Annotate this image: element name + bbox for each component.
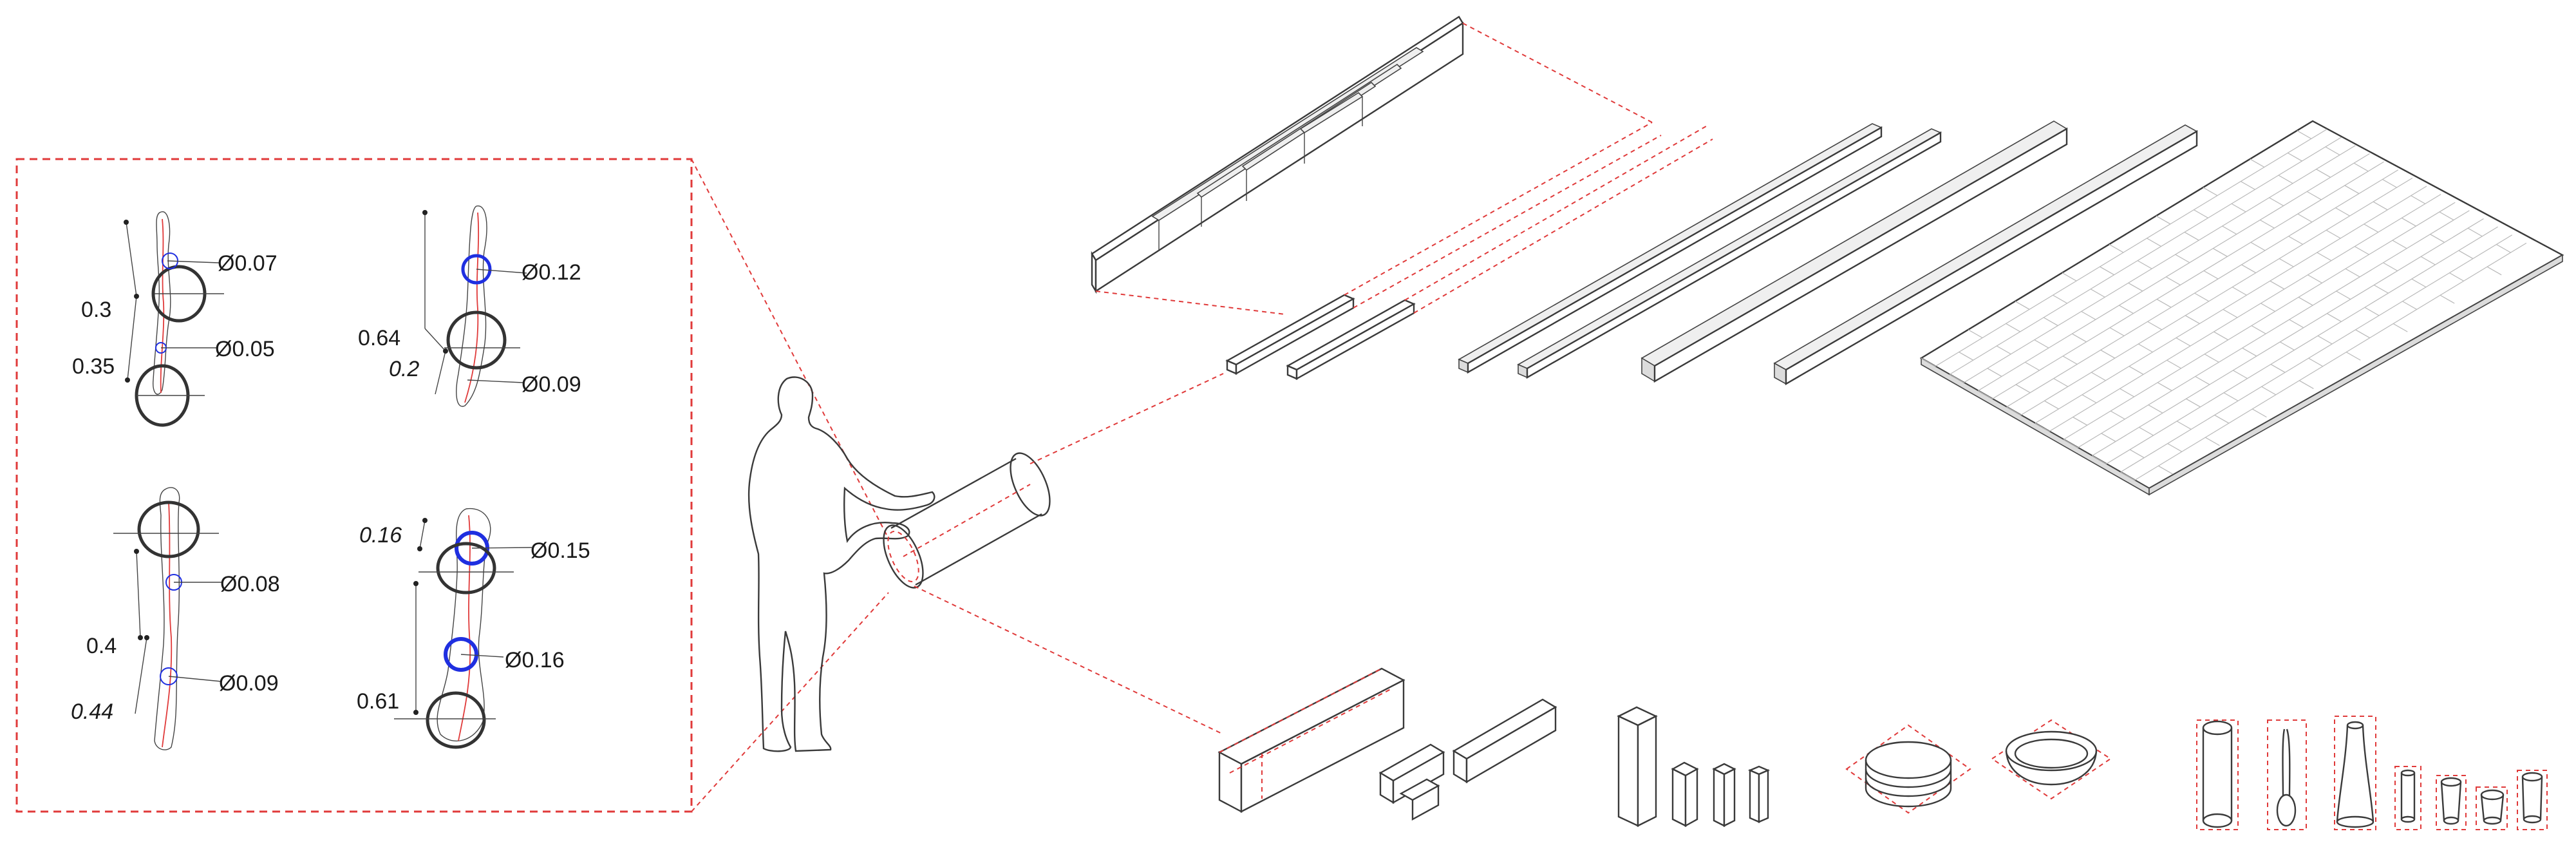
sample-4-length-small: 0.16 (359, 523, 402, 547)
inset-frame (15, 158, 693, 813)
person-silhouette (747, 376, 935, 752)
sample-4-diameter-upper: Ø0.15 (531, 538, 590, 563)
sample-1-diameter-lower: Ø0.05 (215, 337, 275, 361)
thin-strip-b (1286, 126, 1713, 381)
product-leader-lines (914, 373, 1224, 735)
sample-3-length-upper: 0.4 (86, 634, 117, 658)
spoon (2267, 719, 2307, 830)
sample-1-length-lower: 0.35 (72, 354, 115, 379)
cylinder-vessel (2196, 719, 2239, 830)
small-cups (2394, 766, 2548, 830)
sample-2-length-main: 0.64 (358, 326, 400, 350)
sample-3-length-lower: 0.44 (71, 699, 113, 724)
sample-1-diameter-upper: Ø0.07 (218, 251, 277, 276)
sample-2-length-small: 0.2 (389, 357, 419, 381)
long-beam-4 (1773, 124, 2198, 386)
long-beam-1 (1458, 123, 1883, 374)
round-bowl (1991, 719, 2112, 800)
floor-panel (1919, 120, 2564, 496)
log-cylinder (883, 452, 1051, 589)
stepped-blocks (1378, 698, 1557, 821)
branch-sample-2: 0.64 0.2 Ø0.12 Ø0.09 (358, 205, 581, 407)
long-beam-2 (1517, 128, 1942, 379)
branch-sample-4: 0.16 0.61 Ø0.15 Ø0.16 (357, 508, 590, 749)
inset-leader-lines (691, 158, 889, 812)
sample-4-diameter-lower: Ø0.16 (505, 648, 565, 672)
branch-sample-1: 0.3 0.35 Ø0.07 Ø0.05 (72, 211, 277, 427)
branch-sample-3: 0.4 0.44 Ø0.08 Ø0.09 (71, 487, 280, 750)
tapered-vase (2334, 716, 2376, 830)
posts-group (1617, 706, 1771, 828)
stacked-bowl (1845, 724, 1971, 814)
sample-3-diameter-upper: Ø0.08 (220, 572, 280, 596)
sample-1-length-upper: 0.3 (81, 298, 111, 322)
thin-strip-a (1225, 122, 1662, 376)
cut-block (1217, 667, 1406, 813)
long-beam-3 (1641, 120, 2068, 383)
sample-2-diameter-lower: Ø0.09 (522, 372, 581, 397)
branch-measurement-panel: 0.3 0.35 Ø0.07 Ø0.05 0.64 0.2 Ø0.12 Ø0.0… (15, 158, 693, 813)
sample-2-diameter-upper: Ø0.12 (522, 260, 581, 285)
sample-3-diameter-lower: Ø0.09 (219, 671, 279, 696)
stepped-board-stack (1091, 15, 1653, 315)
sample-4-length-main: 0.61 (357, 689, 399, 714)
